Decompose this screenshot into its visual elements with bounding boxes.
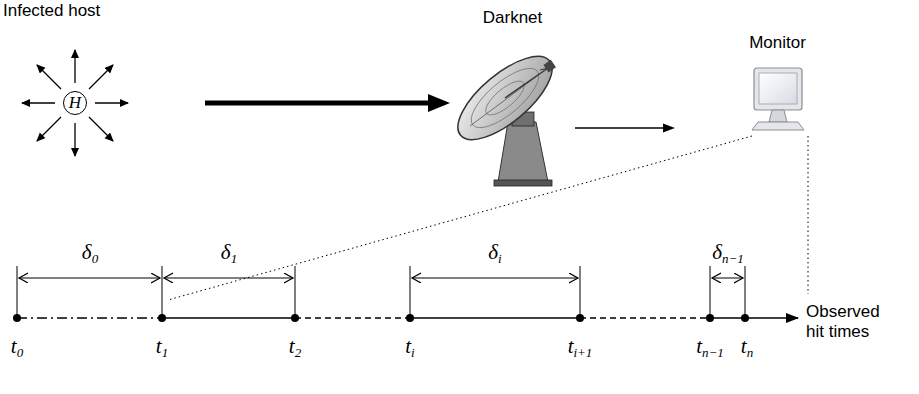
time-label: tn−1 — [696, 334, 724, 358]
time-label: ti+1 — [568, 334, 593, 358]
monitor-node: Monitor — [735, 33, 820, 133]
interval-label: δ1 — [221, 240, 237, 264]
host-circle: H — [63, 91, 87, 115]
host-node: Infected hostH — [0, 0, 150, 165]
darknet-node: Darknet — [450, 6, 575, 188]
host-symbol: H — [69, 94, 81, 112]
flow-arrow — [575, 124, 675, 133]
axis-label: Observed hit times — [806, 302, 890, 342]
interval-label: δ0 — [82, 240, 98, 264]
node-label: Monitor — [749, 33, 806, 53]
time-label: t2 — [289, 334, 301, 358]
hit-dots — [13, 314, 749, 322]
node-label: Darknet — [483, 8, 543, 28]
interval-label: δn−1 — [712, 240, 744, 264]
interval-ticks — [17, 266, 745, 318]
time-label: ti — [405, 334, 414, 358]
node-label: Infected host — [3, 1, 100, 21]
time-label: tn — [741, 334, 753, 358]
dish-antenna — [445, 42, 565, 186]
flow-arrow — [205, 94, 450, 112]
interval-label: δi — [488, 240, 501, 264]
time-label: t1 — [156, 334, 168, 358]
leader-lines — [168, 136, 808, 300]
radiating-arrows — [22, 50, 128, 156]
monitor-icon — [752, 68, 804, 130]
time-label: t0 — [11, 334, 23, 358]
interval-arrows — [19, 278, 743, 279]
